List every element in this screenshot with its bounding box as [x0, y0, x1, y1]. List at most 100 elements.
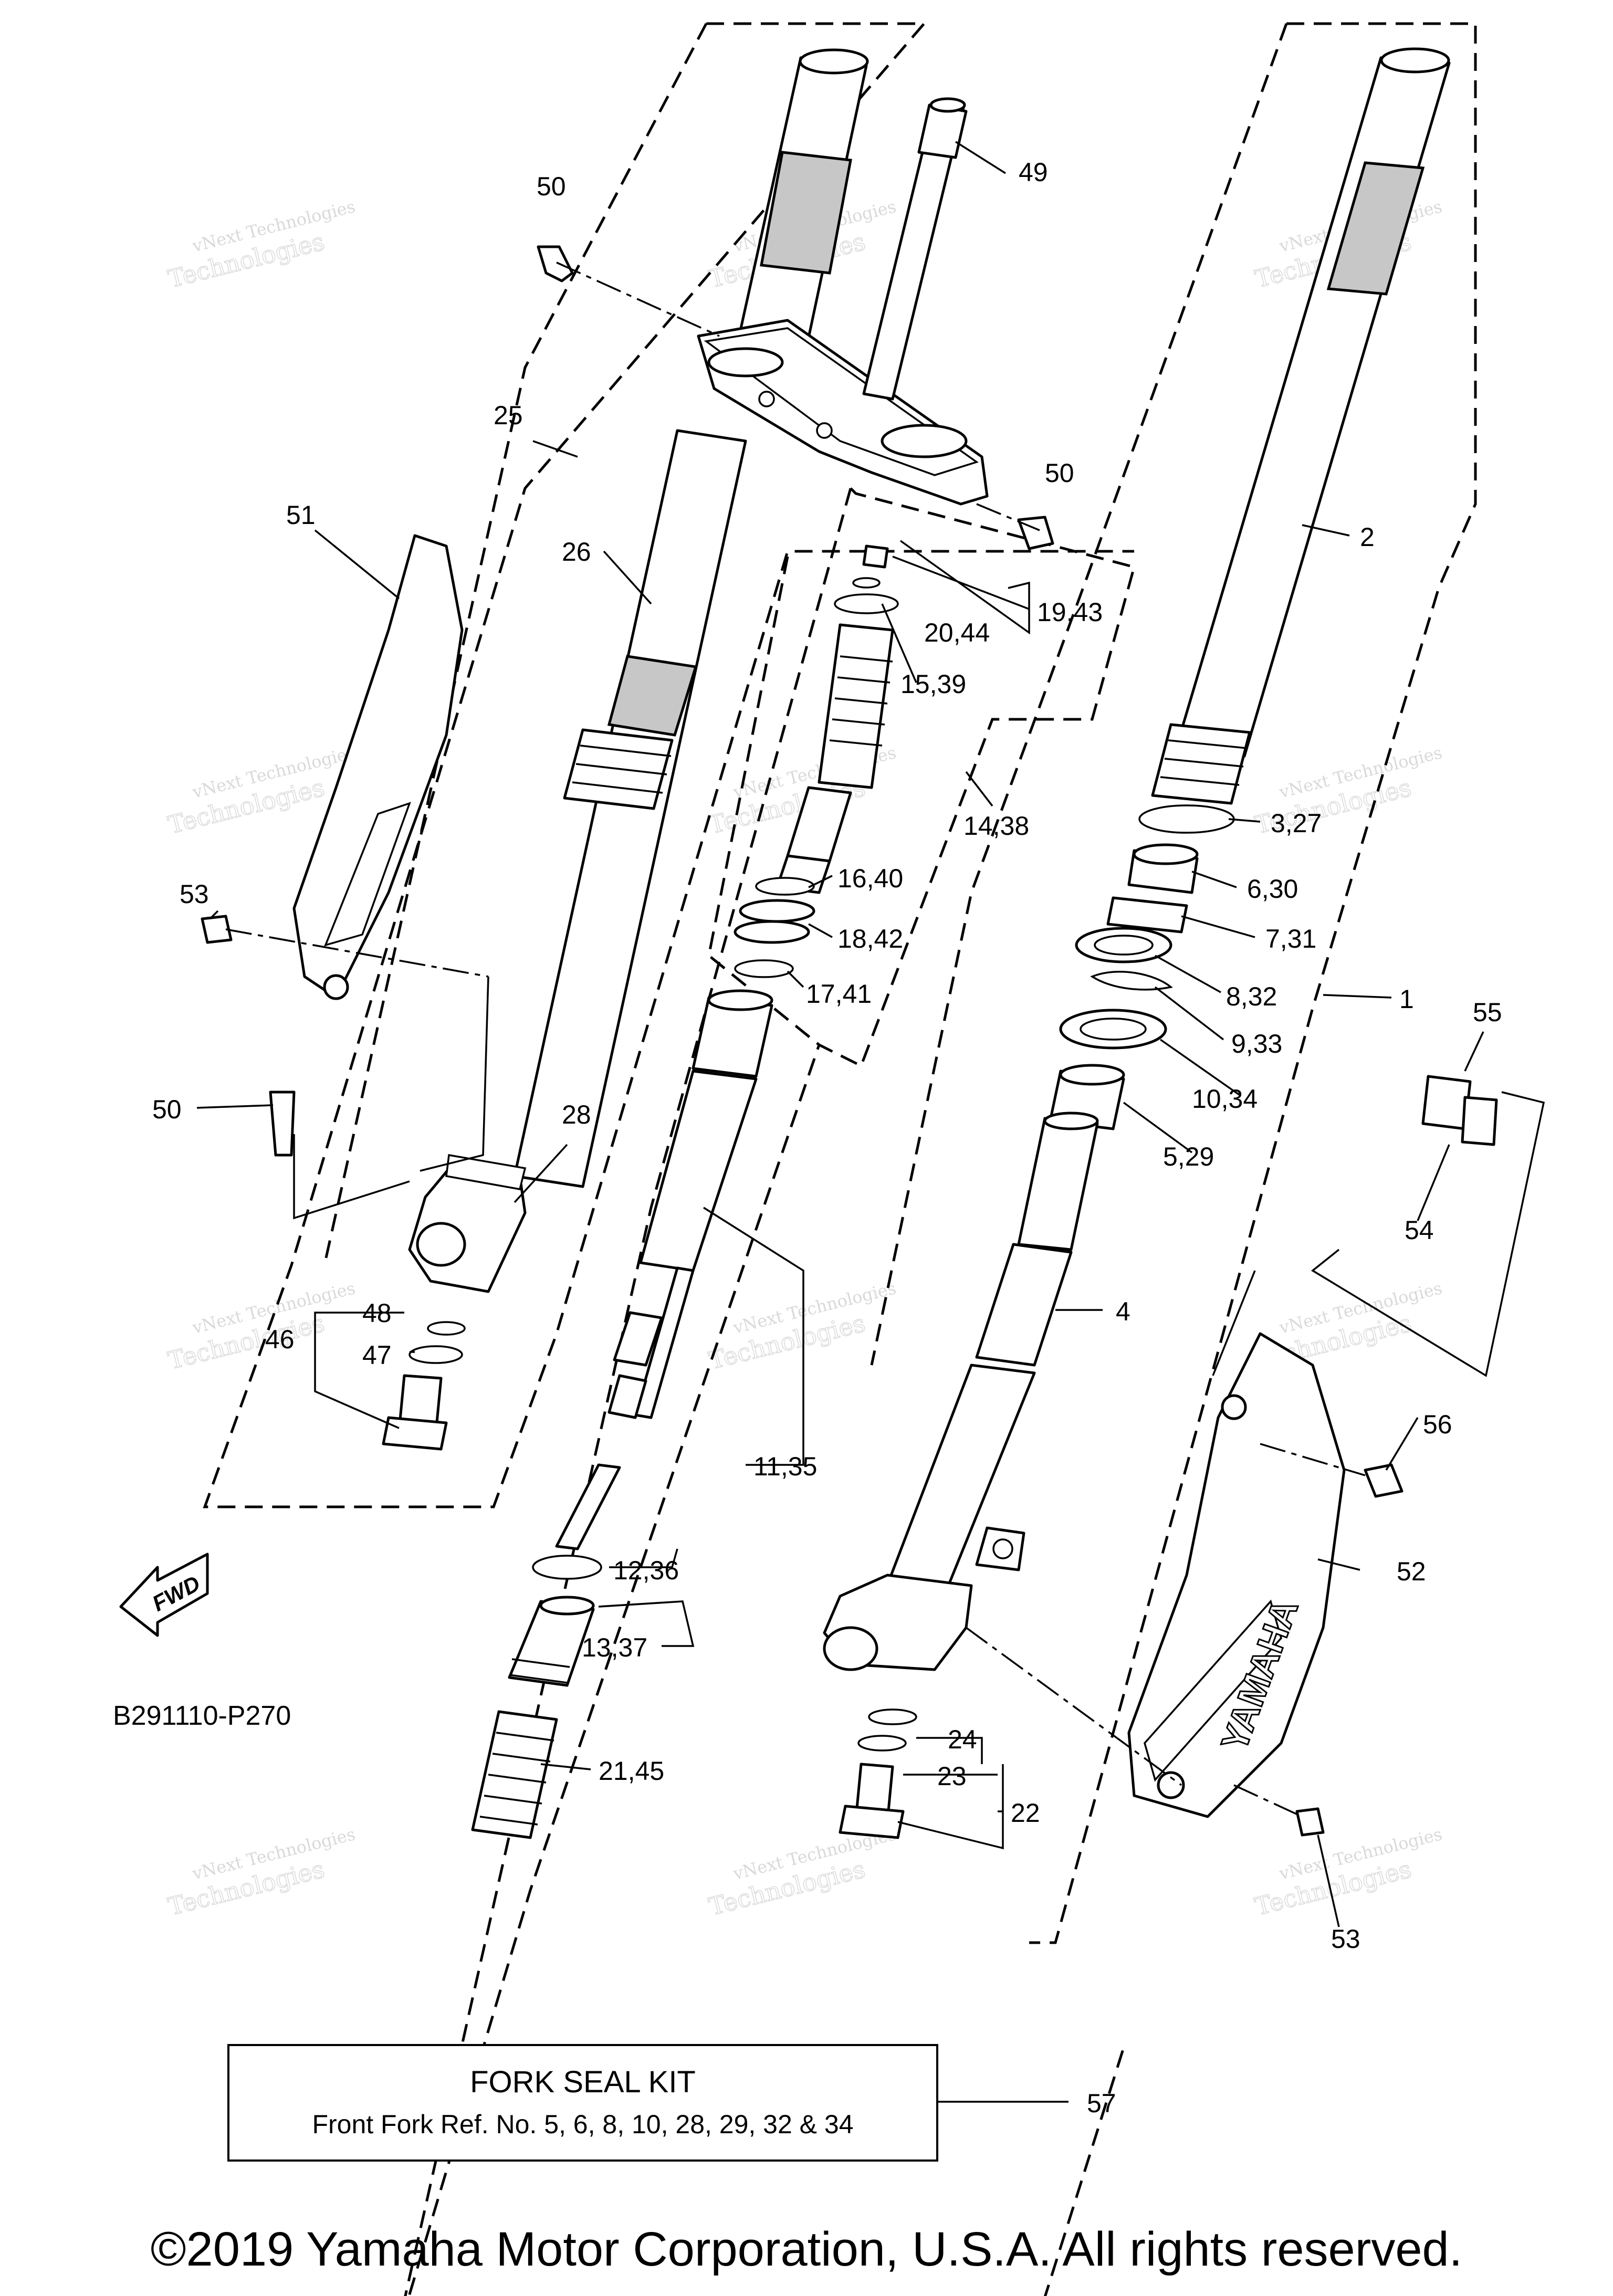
- right-seal-ring: [1160, 739, 1248, 786]
- spring-21-45: [471, 1710, 558, 1839]
- inner-tube-body: [975, 1243, 1073, 1367]
- callout-label: 22: [1011, 1798, 1040, 1828]
- fork-seal-kit-box: FORK SEAL KIT Front Fork Ref. No. 5, 6, …: [227, 2044, 938, 2162]
- outline-inner-tube: [404, 488, 852, 2296]
- callout-label: 9,33: [1231, 1029, 1282, 1058]
- oring-15-39: [834, 593, 899, 614]
- right-axle-hole: [823, 1626, 878, 1671]
- cartridge-cap: [707, 989, 773, 1011]
- callout-label: 17,41: [806, 979, 872, 1009]
- callout-label: 14,38: [963, 811, 1029, 841]
- callout-label: 15,39: [900, 669, 966, 699]
- rod-fitting: [613, 1311, 663, 1367]
- left-outer-tube-band: [607, 655, 698, 737]
- bolt-22-head: [839, 1805, 905, 1839]
- left-seal-ring: [572, 781, 663, 794]
- bolt-53-left: [201, 915, 233, 944]
- right-brake-mount-hole: [992, 1538, 1013, 1559]
- axis-line: [1260, 1443, 1366, 1476]
- left-fork-assembly: [408, 48, 989, 1293]
- callout-label: 55: [1473, 998, 1502, 1027]
- axis-line: [976, 503, 1040, 531]
- callout-label: 8,32: [1226, 982, 1277, 1011]
- right-fork-guard: [1127, 1332, 1346, 1818]
- figure-id: B291110-P270: [113, 1701, 291, 1731]
- oring-12-36: [532, 1555, 602, 1580]
- oring-16-40: [755, 877, 815, 896]
- damper-spring: [818, 623, 894, 789]
- bolt-46-head: [382, 1416, 448, 1451]
- bushing-6-30-top: [1133, 843, 1199, 865]
- forward-indicator: FWD B291110-P270: [113, 1553, 291, 1731]
- right-upper-tube: [1175, 56, 1451, 758]
- callout-label: 20,44: [924, 618, 990, 647]
- callout-label: 52: [1397, 1557, 1426, 1586]
- left-seal-ring: [575, 763, 667, 775]
- callout-label: 18,42: [837, 924, 903, 953]
- callout-label: 24: [948, 1725, 977, 1754]
- bushing-5-29-top: [1059, 1064, 1125, 1086]
- steering-stem-top: [929, 97, 966, 113]
- callout-label: 21,45: [599, 1756, 664, 1786]
- axis-line: [225, 928, 489, 978]
- callout-label: 57: [1087, 2089, 1116, 2118]
- bracket-line: [420, 976, 489, 1172]
- kit-subtitle: Front Fork Ref. No. 5, 6, 8, 10, 28, 29,…: [312, 2110, 853, 2139]
- triple-clamp-bolt-hole: [758, 391, 775, 407]
- bolt-20-44: [862, 544, 889, 569]
- washer-7-31: [1106, 896, 1188, 934]
- callout-label: 50: [152, 1095, 182, 1124]
- triple-clamp-hole-left: [707, 347, 784, 378]
- bolt-56: [1364, 1463, 1403, 1498]
- callout-label: 47: [362, 1340, 392, 1370]
- lower-tube-ring: [509, 1658, 570, 1684]
- callout-label: 26: [562, 537, 591, 567]
- callout-label: 13,37: [582, 1633, 647, 1662]
- triple-clamp-bolt-hole: [816, 422, 833, 439]
- bolt-50-clamp: [1017, 516, 1054, 550]
- oring-48: [427, 1321, 466, 1336]
- callout-label: 12,36: [613, 1556, 679, 1585]
- right-seal-area: [1151, 723, 1251, 805]
- callout-label: 1: [1399, 984, 1414, 1014]
- callout-label: 50: [537, 172, 566, 201]
- callout-label: 11,35: [753, 1452, 817, 1481]
- left-guard-mount: [323, 974, 349, 1000]
- callout-label: 19,43: [1037, 597, 1103, 627]
- washer-23: [857, 1735, 907, 1752]
- callout-label: 3,27: [1271, 809, 1322, 838]
- bracket-54: [1461, 1096, 1498, 1146]
- spring-coil: [829, 655, 893, 747]
- washer-47: [409, 1345, 463, 1364]
- steering-stem-thread: [917, 103, 968, 159]
- bracket-line: [293, 1134, 410, 1220]
- callout-label: 51: [286, 500, 316, 530]
- kit-title: FORK SEAL KIT: [470, 2065, 696, 2099]
- left-outer-tube: [513, 429, 747, 1188]
- right-guard-stripe: [1144, 1599, 1282, 1782]
- right-upper-tube-cap: [1380, 47, 1450, 74]
- seal-10-34-inner: [1080, 1018, 1147, 1041]
- center-lines: [225, 261, 1366, 1818]
- rod-fitting-2: [608, 1374, 647, 1419]
- guards: YAMAHA: [292, 534, 1498, 1818]
- outline-left-fork-assy-lower: [324, 23, 708, 1261]
- callout-label: 16,40: [837, 864, 903, 893]
- outline-bottom-left: [407, 1044, 821, 2296]
- seal-18-42-b: [734, 920, 810, 944]
- outline-cartridge: [707, 556, 789, 956]
- callout-label: 7,31: [1265, 924, 1316, 953]
- bolt-53-right: [1295, 1807, 1325, 1837]
- callout-label: 10,34: [1192, 1084, 1258, 1114]
- outline-damper-assy: [708, 487, 1136, 1068]
- callout-label: 53: [180, 879, 209, 909]
- fwd-arrow-icon: [119, 1553, 209, 1637]
- callout-label: 56: [1423, 1410, 1452, 1439]
- callout-label: 49: [1019, 158, 1048, 187]
